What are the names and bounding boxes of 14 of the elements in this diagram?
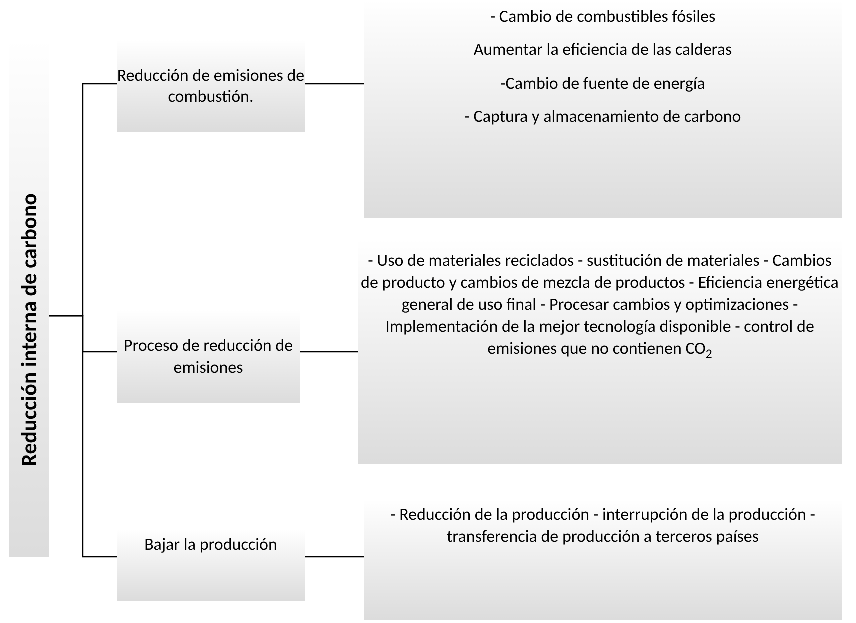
box-text: Reducción de emisiones de combustión. xyxy=(117,64,305,108)
connector-line xyxy=(300,351,358,353)
box-text: Proceso de reducción de emisiones xyxy=(122,335,294,378)
connector-line xyxy=(305,556,364,558)
box-text: - Uso de materiales reciclados - sustitución de materiales - Cambios de producto y cambios de mezcla de productos - Eficiencia energética general de uso final - Procesar cambios y optimizaciones - Implementación de la mejor tecnología disponible - control de emisiones que no contienen CO$_{2}$ xyxy=(360,250,840,360)
box-text: Aumentar la eficiencia de las calderas xyxy=(474,39,732,60)
box-text: Bajar la producción xyxy=(144,534,278,556)
root-label: Reducción interna de carbono xyxy=(16,194,42,466)
connector-line xyxy=(49,315,117,558)
box-text: - Captura y almacenamiento de carbono xyxy=(464,106,742,127)
connector-line xyxy=(305,83,364,85)
box-text: -Cambio de fuente de energía xyxy=(500,72,706,94)
box-text: - Cambio de combustibles fósiles xyxy=(490,6,716,28)
box-text: - Reducción de la producción - interrupción de la producción - transferencia de producción a terceros países xyxy=(390,504,816,548)
